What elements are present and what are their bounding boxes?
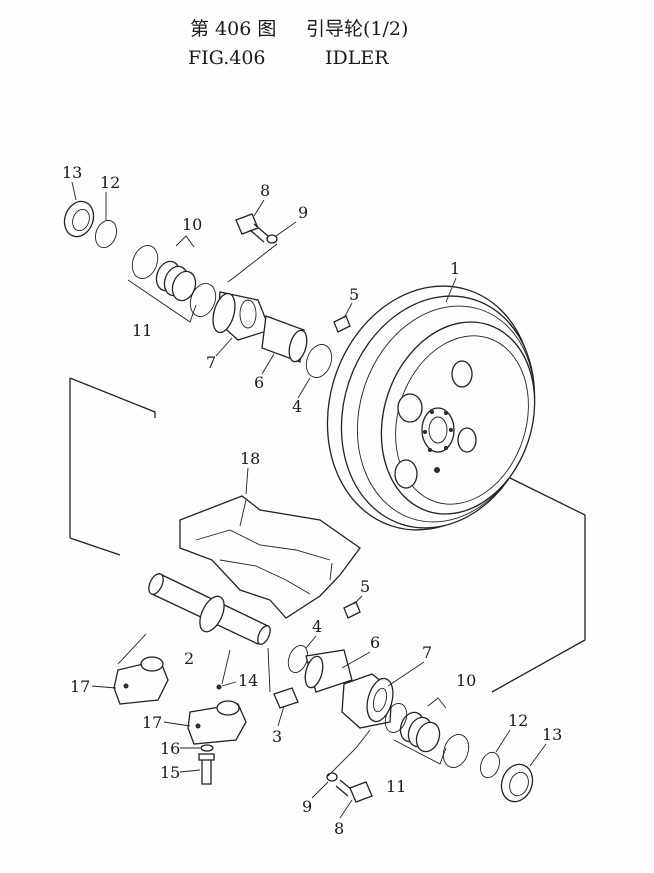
figure-number-chinese: 第 406 图 [190,18,277,40]
lower-fasteners [117,633,299,785]
callout-4-upper: 4 [292,397,302,416]
callout-1: 1 [450,259,460,278]
idler-wheel [326,285,536,531]
callout-7-lower: 7 [422,643,432,662]
part-name-english: IDLER [325,47,389,69]
frame-outline [69,377,586,693]
callout-15: 15 [160,763,180,782]
support-bracket-left [113,656,169,705]
callout-9-upper: 9 [298,203,308,222]
callout-3: 3 [272,727,282,746]
figure-number-english: FIG.406 [188,47,266,69]
callout-4-lower: 4 [312,617,322,636]
callout-13-upper: 13 [62,163,82,182]
callout-14: 14 [238,671,258,690]
callout-2: 2 [184,649,194,668]
callout-12-upper: 12 [100,173,120,192]
callout-10-lower: 10 [456,671,476,690]
callout-5-lower: 5 [360,577,370,596]
callout-13-lower: 13 [542,725,562,744]
callout-17-left: 17 [70,677,90,696]
callout-labels: 1 2 3 4 4 5 5 6 6 7 7 8 8 9 9 10 10 11 1… [62,163,562,838]
callout-11-lower: 11 [386,777,406,796]
callout-18: 18 [240,449,260,468]
callout-8-lower: 8 [334,819,344,838]
support-bracket-right [187,684,247,745]
callout-6-upper: 6 [254,373,264,392]
callout-10-upper: 10 [182,215,202,234]
callout-16: 16 [160,739,180,758]
callout-17-right: 17 [142,713,162,732]
callout-6-lower: 6 [370,633,380,652]
callout-8-upper: 8 [260,181,270,200]
track-frame [179,495,361,619]
part-name-chinese: 引导轮(1/2) [306,18,409,40]
callout-11-upper: 11 [132,321,152,340]
callout-7-upper: 7 [206,353,216,372]
callout-12-lower: 12 [508,711,528,730]
lower-hub-assembly [287,601,534,803]
idler-shaft [148,573,271,645]
upper-hub-assembly [63,200,351,378]
callout-5-upper: 5 [349,285,359,304]
callout-9-lower: 9 [302,797,312,816]
